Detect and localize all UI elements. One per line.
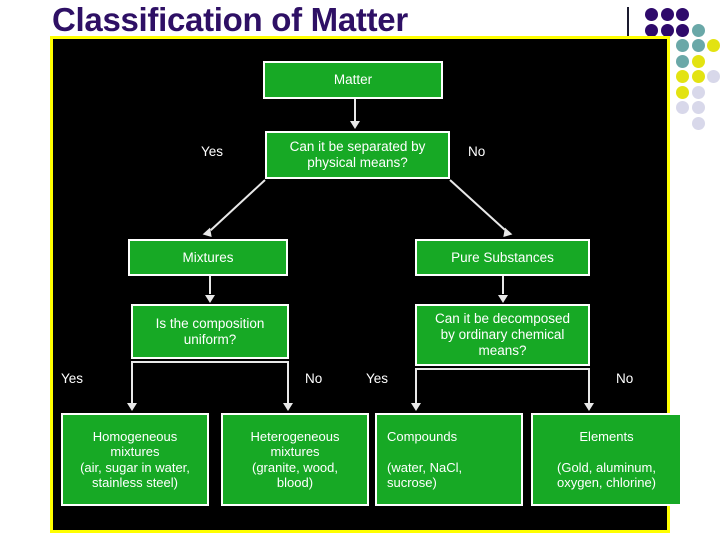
edge-label-composition-yes: Yes	[61, 371, 83, 386]
node-homogeneous-mixtures: Homogeneous mixtures (air, sugar in wate…	[61, 413, 209, 506]
decor-dot	[691, 70, 705, 83]
connector-line	[415, 368, 590, 370]
node-heterogeneous-mixtures-label: Heterogeneous mixtures (granite, wood, b…	[250, 428, 340, 490]
decor-dot	[691, 101, 705, 114]
edge-label-composition-no: No	[305, 371, 322, 386]
connector-arrowhead	[127, 403, 137, 411]
decor-dot	[676, 70, 689, 83]
decor-dot	[676, 101, 689, 114]
diagram-panel: Matter Can it be separated by physical m…	[50, 36, 682, 533]
connector-line	[209, 276, 211, 294]
edge-label-decompose-no: No	[616, 371, 633, 386]
page-title: Classification of Matter	[52, 1, 408, 38]
decorative-dot-motif	[645, 8, 720, 130]
edge-label-composition-yes-text: Yes	[61, 371, 84, 386]
edge-label-separate-no: No	[468, 144, 485, 159]
node-composition-question: Is the composition uniform?	[131, 304, 289, 359]
connector-arrowhead	[283, 403, 293, 411]
connector-line	[588, 368, 590, 405]
decor-dot	[707, 70, 720, 83]
connector-line	[131, 361, 289, 363]
connector-line	[415, 368, 417, 405]
node-homogeneous-mixtures-label: Homogeneous mixtures (air, sugar in wate…	[80, 428, 190, 490]
connector-arrowhead	[205, 295, 215, 303]
edge-label-separate-yes: Yes	[201, 144, 223, 159]
connector-line	[287, 361, 289, 405]
decor-dot	[676, 85, 689, 99]
node-compounds-label: Compounds (water, NaCl, sucrose)	[387, 428, 463, 490]
node-decompose-question: Can it be decomposed by ordinary chemica…	[415, 304, 590, 366]
decor-dot	[676, 8, 689, 21]
connector-line	[502, 276, 504, 294]
decor-dot	[660, 8, 674, 21]
node-matter-label: Matter	[333, 72, 373, 88]
decor-dot	[691, 23, 705, 37]
edge-label-separate-no-text: No	[468, 144, 486, 159]
decor-dot	[676, 23, 689, 37]
edge-label-decompose-no-text: No	[616, 371, 634, 386]
flowchart-canvas: Matter Can it be separated by physical m…	[53, 39, 682, 530]
node-elements-label: Elements (Gold, aluminum, oxygen, chlori…	[557, 428, 656, 490]
node-pure-substances-label: Pure Substances	[451, 249, 554, 265]
node-decompose-question-label: Can it be decomposed by ordinary chemica…	[434, 311, 571, 358]
node-mixtures-label: Mixtures	[182, 249, 234, 265]
connector-line	[131, 361, 133, 405]
edge-label-decompose-yes-text: Yes	[366, 371, 389, 386]
node-composition-question-label: Is the composition uniform?	[155, 315, 265, 347]
title-divider-rule	[627, 7, 629, 39]
node-pure-substances: Pure Substances	[415, 239, 590, 276]
decor-dot	[691, 54, 705, 68]
edge-label-decompose-yes: Yes	[366, 371, 388, 386]
decor-dot	[691, 116, 705, 130]
decor-dot	[676, 54, 689, 68]
decor-dot	[645, 8, 658, 21]
edge-label-composition-no-text: No	[305, 371, 323, 386]
decor-dot	[707, 39, 720, 52]
edge-label-separate-yes-text: Yes	[201, 144, 224, 159]
node-elements: Elements (Gold, aluminum, oxygen, chlori…	[531, 413, 682, 506]
node-matter: Matter	[263, 61, 443, 99]
connector-arrowhead	[411, 403, 421, 411]
connector-line-diagonal	[449, 179, 506, 231]
connector-line-diagonal	[210, 179, 266, 231]
node-heterogeneous-mixtures: Heterogeneous mixtures (granite, wood, b…	[221, 413, 369, 506]
connector-arrowhead	[350, 121, 360, 129]
node-separate-question: Can it be separated by physical means?	[265, 131, 450, 179]
decor-dot	[691, 39, 705, 52]
decor-dot	[691, 85, 705, 99]
node-compounds: Compounds (water, NaCl, sucrose)	[375, 413, 523, 506]
decor-dot	[660, 23, 674, 37]
node-separate-question-label: Can it be separated by physical means?	[289, 139, 426, 170]
decor-dot	[676, 39, 689, 52]
connector-line	[354, 99, 356, 123]
connector-arrowhead	[584, 403, 594, 411]
decor-dot	[645, 23, 658, 37]
node-mixtures: Mixtures	[128, 239, 288, 276]
connector-arrowhead	[498, 295, 508, 303]
